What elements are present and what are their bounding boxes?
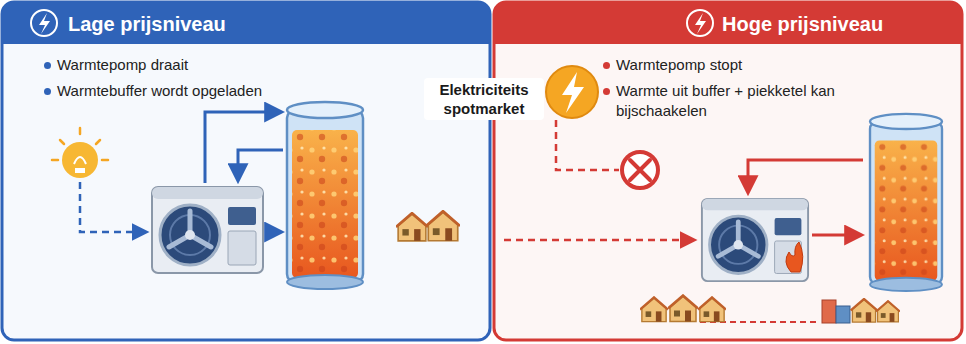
house	[426, 211, 460, 240]
flow-arrow	[748, 160, 863, 192]
bullet-dot	[44, 62, 51, 69]
panel-title: Lage prijsniveau	[68, 13, 226, 36]
house	[396, 213, 428, 241]
heat-buffer	[287, 102, 363, 289]
signal-line	[556, 120, 619, 170]
signal-line	[80, 182, 146, 232]
panel-left	[2, 2, 490, 340]
market-label: Elektriciteits spotmarket	[424, 78, 544, 120]
bullet-dot	[44, 88, 51, 95]
flow-arrow	[812, 234, 861, 237]
flow-arrow	[266, 231, 281, 234]
bullet-dot	[603, 88, 610, 95]
signal-line	[504, 239, 694, 242]
stop-icon	[622, 152, 658, 188]
flow-arrow	[238, 150, 283, 180]
bullet-text: Warmtebuffer wordt opgeladen	[57, 81, 397, 101]
low-price-panel: Lage prijsniveauWarmtepomp draaitWarmteb…	[2, 2, 490, 340]
bullet-text: Warmtepomp draait	[57, 55, 397, 75]
flame-icon	[786, 242, 803, 272]
houses-row	[640, 296, 900, 324]
flow-arrow	[205, 112, 281, 183]
panel-title: Hoge prijsniveau	[722, 13, 883, 36]
bullet-text: Warmte uit buffer + piekketel kan bijsch…	[616, 81, 868, 121]
heat-pump	[152, 187, 263, 273]
heat-buffer	[870, 114, 942, 291]
heat-pump	[702, 199, 808, 281]
bulb-icon	[52, 128, 108, 178]
high-price-panel: Hoge prijsniveauWarmtepomp stoptWarmte u…	[494, 2, 962, 340]
panel-right	[494, 2, 962, 340]
lightning-icon	[546, 66, 598, 118]
bullet-dot	[603, 62, 610, 69]
bullet-text: Warmtepomp stopt	[616, 55, 866, 75]
